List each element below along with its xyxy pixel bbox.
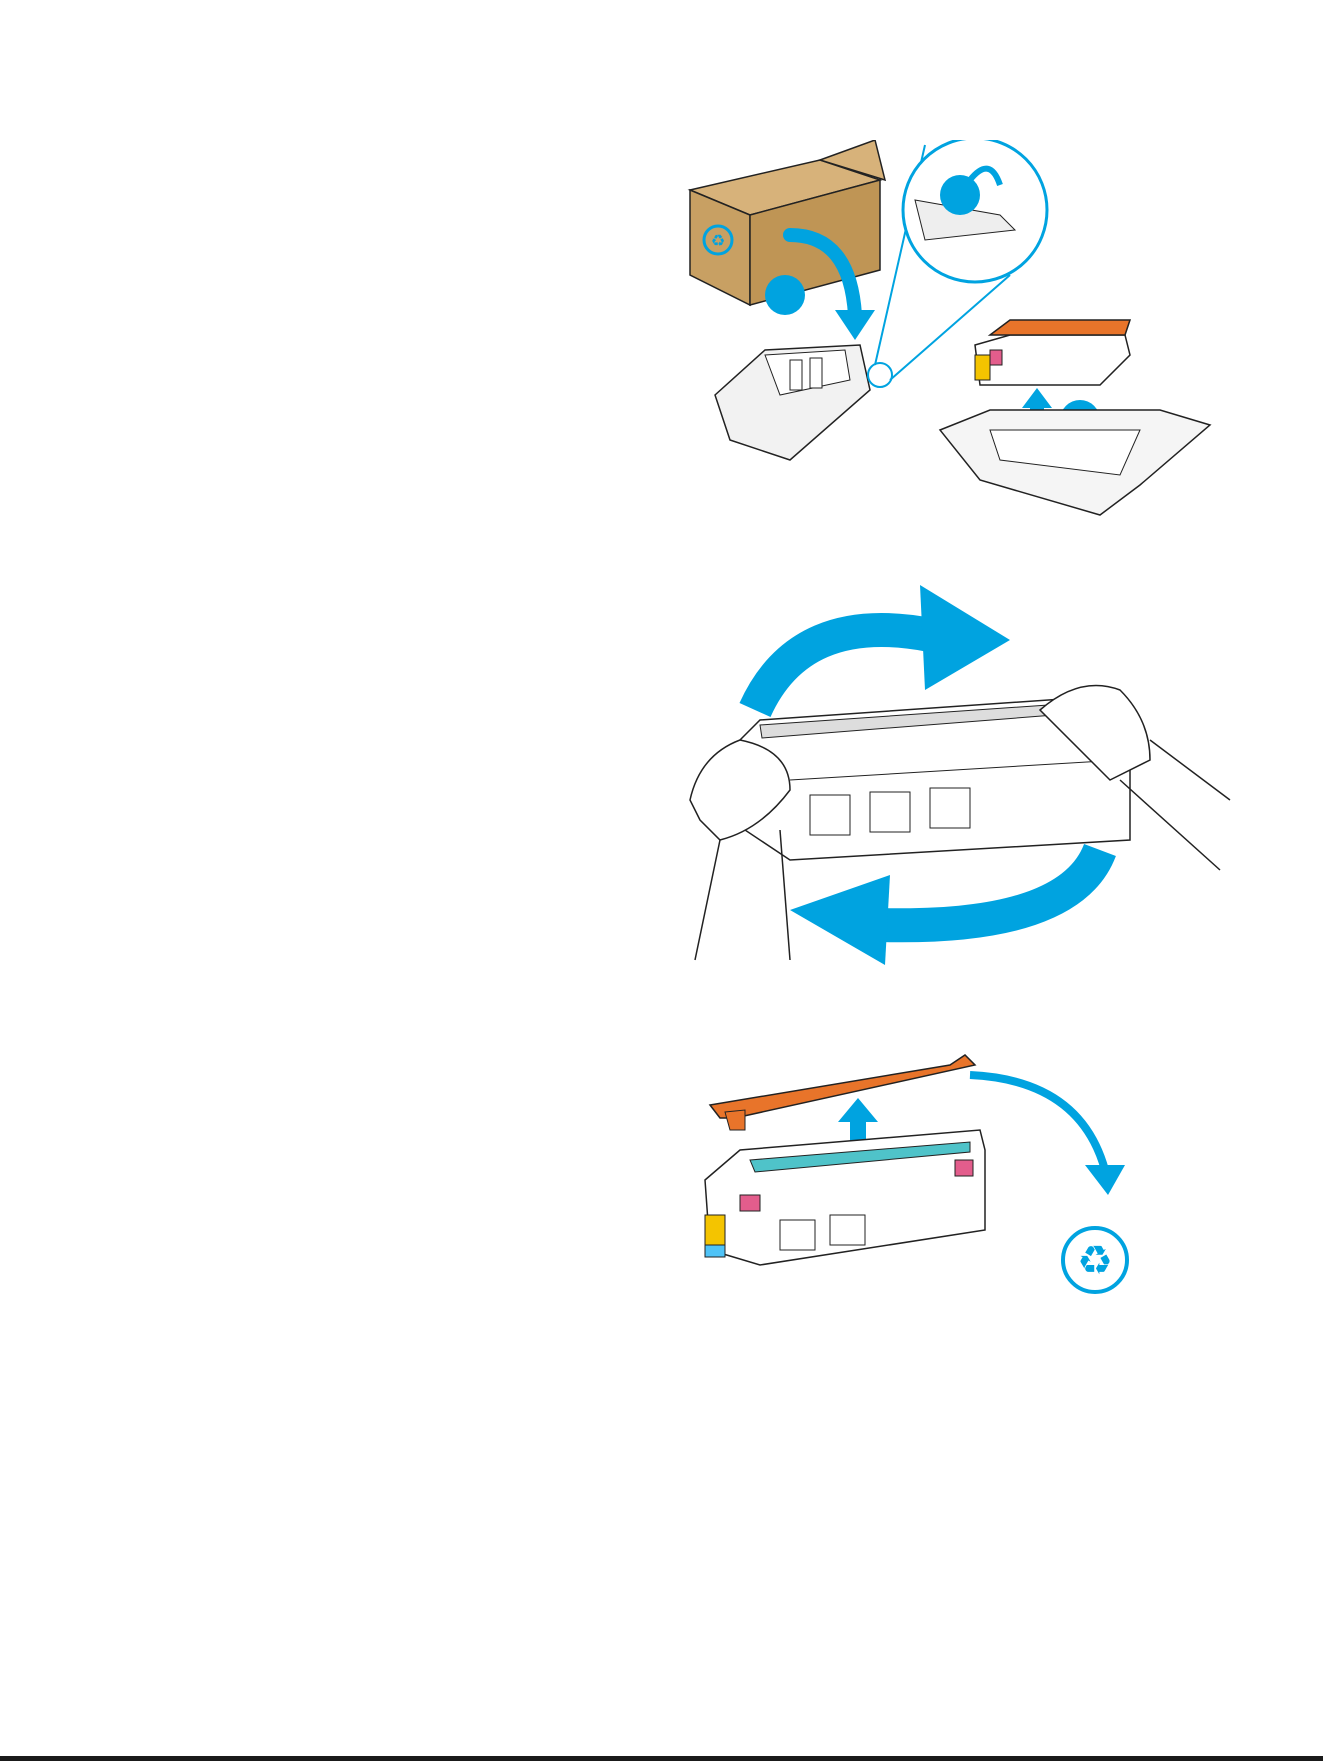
rotate-arrow-icon xyxy=(755,585,1010,710)
svg-text:♻: ♻ xyxy=(711,233,725,250)
svg-text:♻: ♻ xyxy=(1077,1238,1113,1284)
rotate-arrow-icon xyxy=(790,850,1100,965)
shake-cartridge-illustration xyxy=(680,580,1240,980)
recycle-icon: ♻ xyxy=(1063,1228,1127,1292)
curve-arrow-icon xyxy=(970,1075,1105,1170)
footer-rule xyxy=(0,1756,1323,1761)
toner-cartridge-icon xyxy=(705,1130,985,1265)
open-tray-icon xyxy=(940,410,1210,515)
tray-icon xyxy=(715,345,870,460)
unpack-cartridge-illustration: ♻ xyxy=(670,140,1230,570)
toner-cartridge-icon xyxy=(975,320,1130,385)
remove-shield-illustration: ♻ xyxy=(700,1050,1150,1330)
